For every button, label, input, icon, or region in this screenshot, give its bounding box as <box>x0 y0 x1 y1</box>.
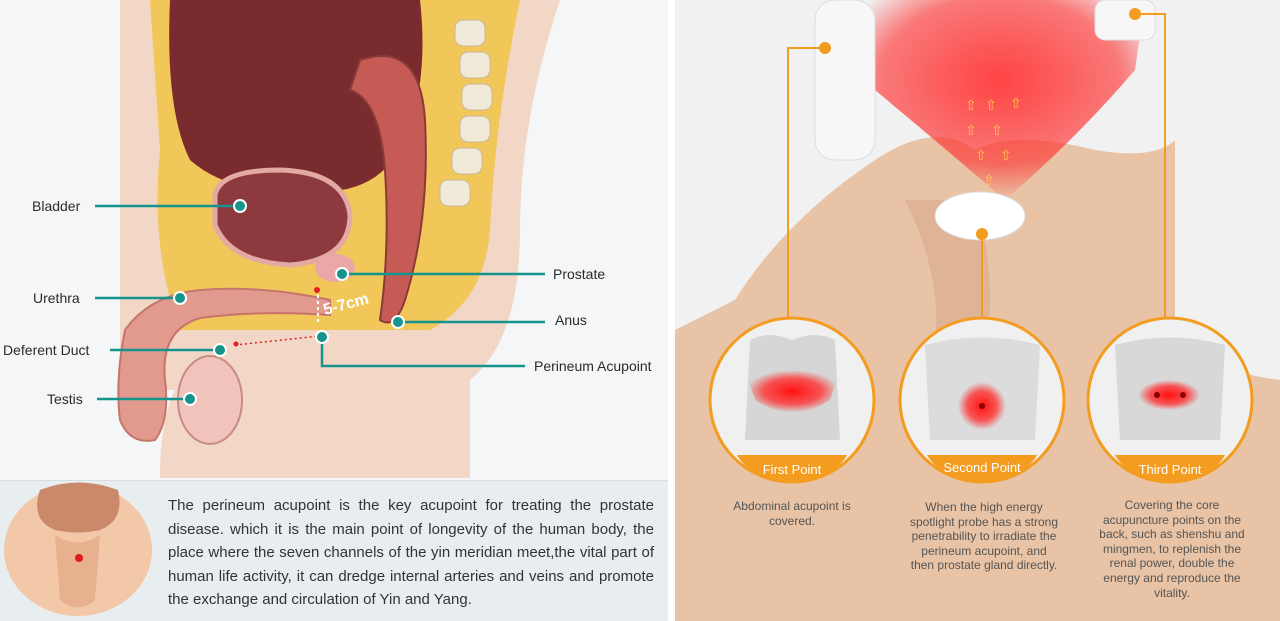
label-bladder: Bladder <box>32 198 81 214</box>
prostate <box>315 254 355 282</box>
bladder <box>212 167 353 268</box>
third-point-circle <box>1086 316 1254 484</box>
third-point-description: Covering the core acupuncture points on … <box>1099 498 1245 600</box>
treatment-panel: ⇧⇧⇧ ⇧⇧ ⇧⇧ ⇧ <box>675 0 1280 621</box>
anatomy-panel: 5-7cm Bladder Urethra Deferent Duct Test… <box>0 0 668 621</box>
svg-text:⇧: ⇧ <box>965 123 977 139</box>
svg-text:⇧: ⇧ <box>991 123 1003 139</box>
svg-text:⇧: ⇧ <box>985 98 997 114</box>
first-point-title: First Point <box>762 462 822 477</box>
label-prostate: Prostate <box>553 266 606 282</box>
svg-text:⇧: ⇧ <box>965 98 977 114</box>
first-point-description: Abdominal acupoint is covered. <box>733 499 851 528</box>
svg-text:⇧: ⇧ <box>1010 96 1022 112</box>
label-anus: Anus <box>555 312 587 328</box>
description-text: The perineum acupoint is the key acupoin… <box>168 497 654 609</box>
label-testis: Testis <box>47 391 83 407</box>
device-right-module <box>1094 0 1156 41</box>
label-perineum-acupoint: Perineum Acupoint <box>534 358 652 374</box>
light-beam <box>855 0 1145 200</box>
abdominal-organ <box>169 0 423 192</box>
treatment-illustration: ⇧⇧⇧ ⇧⇧ ⇧⇧ ⇧ <box>675 0 1280 621</box>
panel-divider <box>668 0 675 621</box>
svg-text:⇧: ⇧ <box>983 173 995 189</box>
urethra <box>117 287 331 442</box>
third-point-title: Third Point <box>1138 462 1202 477</box>
label-deferent-duct: Deferent Duct <box>3 342 90 358</box>
second-point-circle <box>898 316 1066 484</box>
label-urethra: Urethra <box>33 290 80 306</box>
anatomy-illustration: 5-7cm <box>95 0 560 478</box>
perineum-illustration <box>4 482 152 616</box>
device-left-module <box>814 0 876 161</box>
perineum-dotted-line <box>234 335 321 346</box>
perineum-probe <box>934 191 1026 241</box>
second-point-title: Second Point <box>943 460 1021 475</box>
first-point-circle <box>708 316 876 484</box>
second-point-description: When the high energy spotlight probe has… <box>909 500 1059 573</box>
svg-text:⇧: ⇧ <box>1000 148 1012 164</box>
svg-text:⇧: ⇧ <box>975 148 987 164</box>
leader-lines <box>95 204 545 401</box>
